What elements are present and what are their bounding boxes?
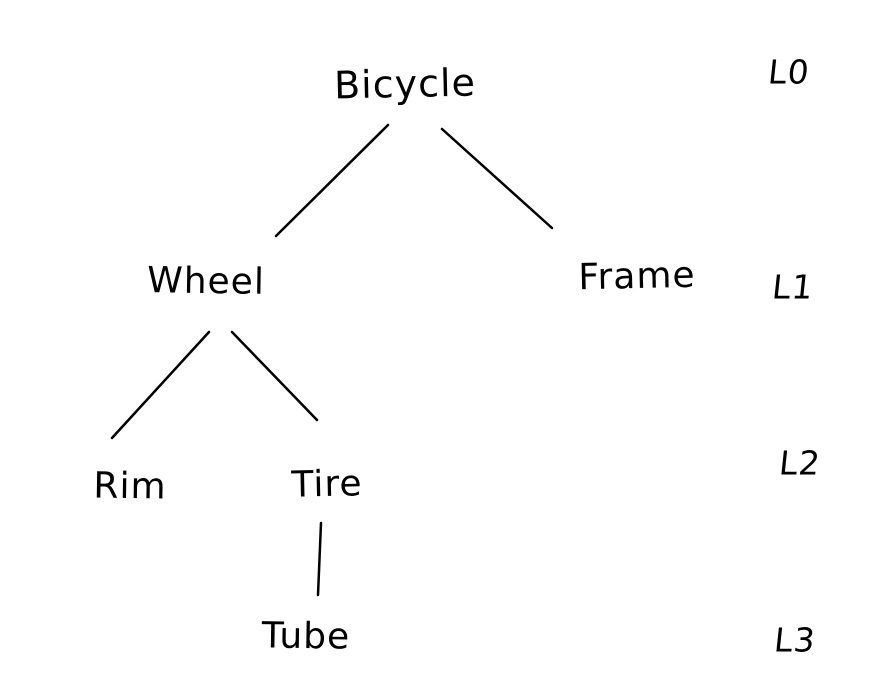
level-label-l2: L2 <box>777 443 823 483</box>
level-label-l0: L0 <box>766 52 812 92</box>
level-label-l1: L1 <box>770 267 816 307</box>
edge-bicycle-frame <box>440 127 554 230</box>
node-rim: Rim <box>93 465 167 508</box>
level-label-l3: L3 <box>772 620 818 660</box>
edge-tire-tube <box>316 521 323 597</box>
node-tube: Tube <box>261 615 351 658</box>
edge-wheel-tire <box>230 330 319 422</box>
node-wheel: Wheel <box>146 260 266 303</box>
edge-wheel-rim <box>110 330 211 440</box>
edge-bicycle-wheel <box>274 123 390 238</box>
node-tire: Tire <box>291 463 363 506</box>
node-bicycle: Bicycle <box>333 60 477 108</box>
node-frame: Frame <box>577 254 696 299</box>
